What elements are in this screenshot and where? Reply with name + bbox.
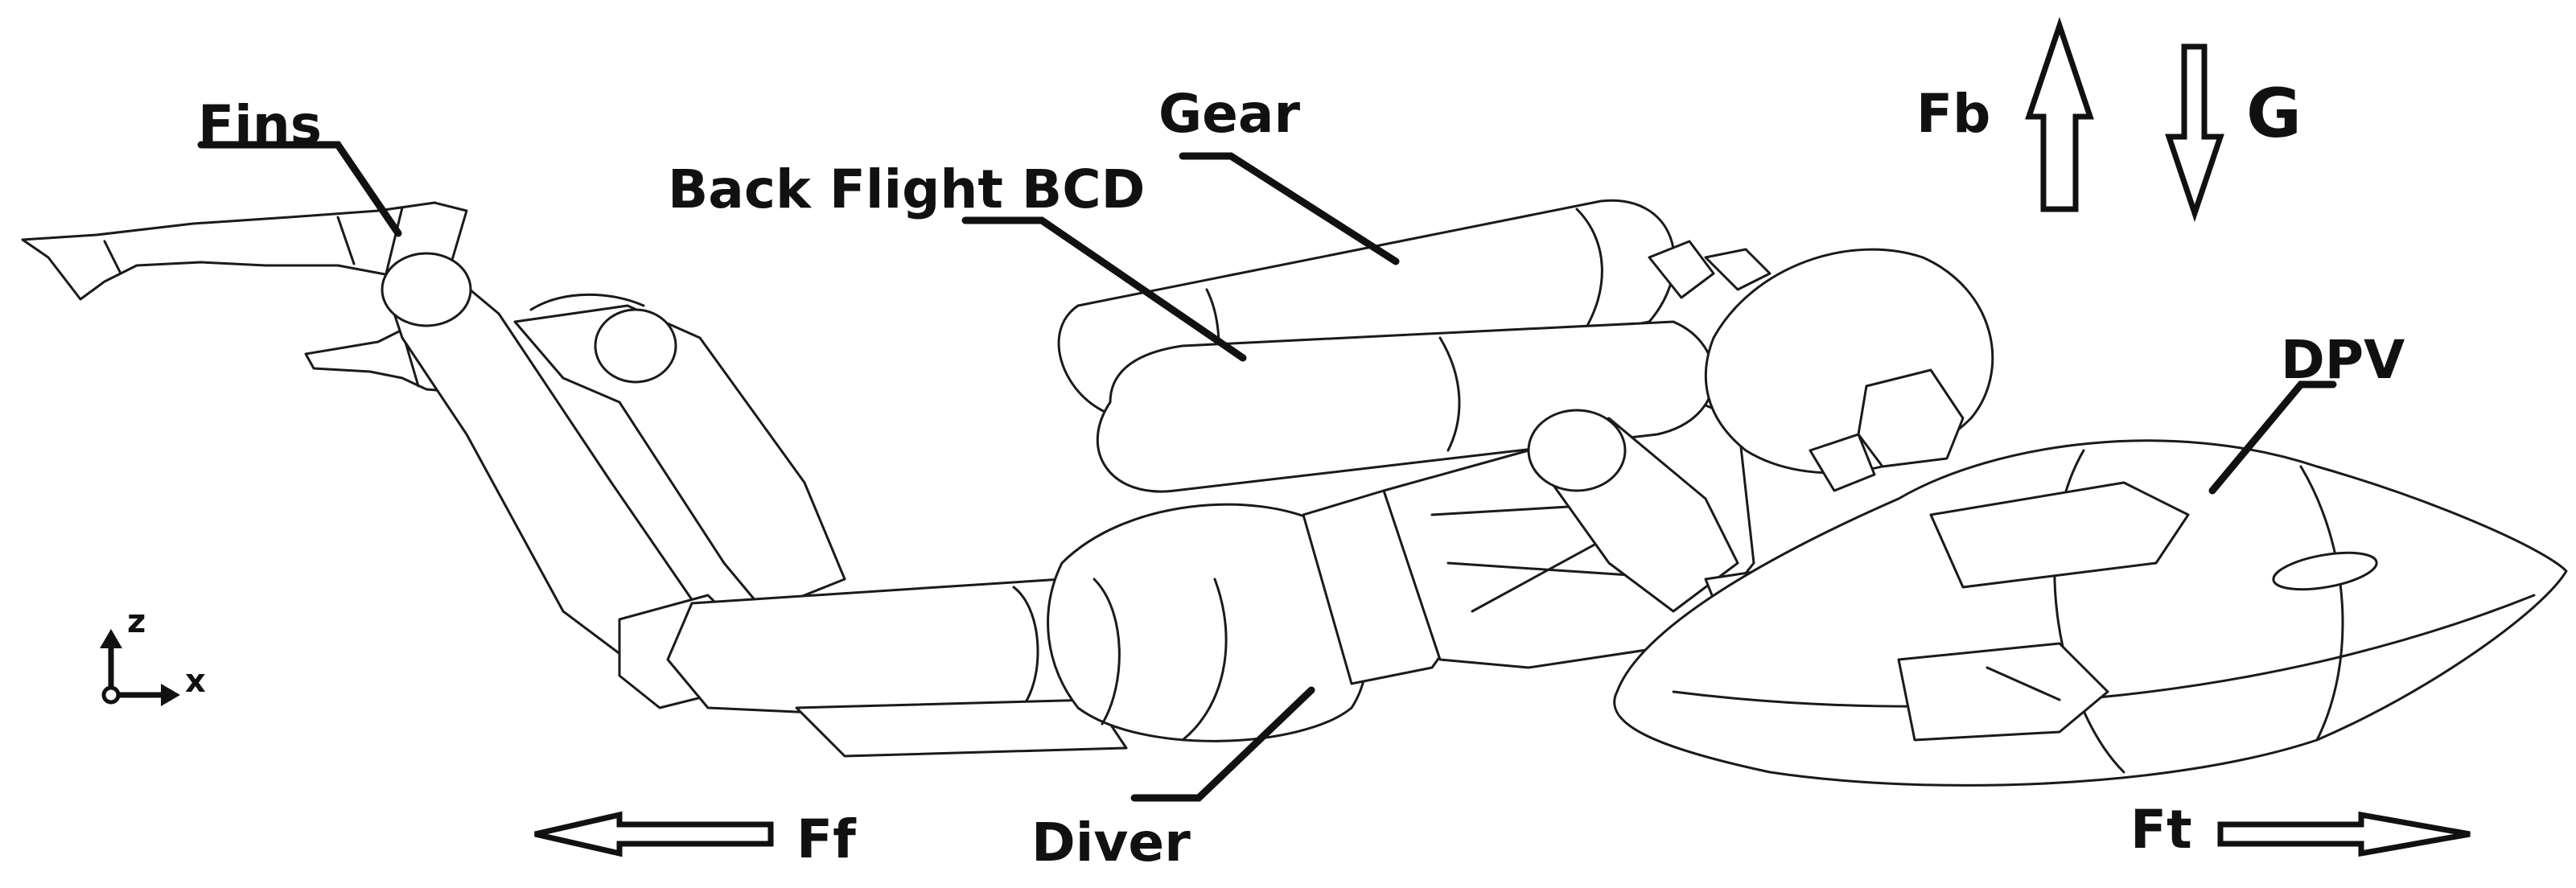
z-axis-label: z	[127, 603, 146, 640]
gravity-label: G	[2246, 74, 2302, 153]
buoyancy-label: Fb	[1916, 83, 1990, 145]
bcd-label: Back Flight BCD	[668, 158, 1145, 220]
diver-leader	[1130, 686, 1315, 802]
dpv-handle-bottom	[1897, 642, 2109, 742]
dpv-handle-top	[1929, 481, 2190, 589]
head-drawing	[1704, 248, 1994, 492]
fins-leader	[197, 141, 402, 237]
gear-leader	[1179, 152, 1400, 265]
thrust-arrow	[2217, 811, 2471, 857]
axis-indicator: z x	[100, 603, 206, 706]
friction-label: Ff	[796, 808, 857, 870]
dpv-leader	[2208, 380, 2337, 495]
diver-label: Diver	[1031, 812, 1191, 874]
legs-drawing	[381, 252, 1128, 758]
gear-label: Gear	[1158, 83, 1300, 145]
fins-label: Fins	[198, 94, 322, 156]
gravity-arrow	[2165, 43, 2224, 222]
buoyancy-arrow	[2025, 17, 2094, 212]
x-axis-label: x	[185, 663, 206, 700]
dpv-port	[2272, 551, 2378, 591]
hip	[1047, 503, 1370, 742]
dpv-label: DPV	[2281, 329, 2405, 391]
thrust-label: Ft	[2130, 799, 2192, 861]
dpv-drawing	[1613, 439, 2568, 787]
bcd-leader	[961, 216, 1247, 362]
front-fin	[21, 201, 468, 301]
leader-lines	[197, 141, 2337, 802]
friction-arrow	[534, 811, 774, 857]
